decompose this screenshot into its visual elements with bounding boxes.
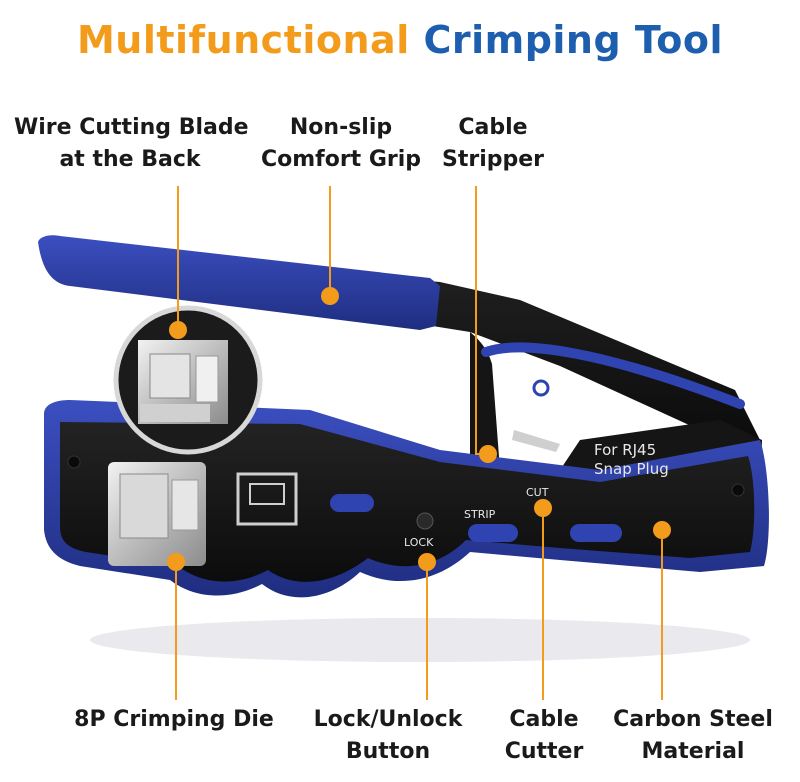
label-line: Cable (509, 707, 579, 732)
title-part-orange: Multifunctional (76, 18, 410, 62)
page-title: Multifunctional Crimping Tool (0, 18, 800, 62)
strip-print: STRIP (464, 508, 496, 521)
crimping-die-cavity (119, 473, 169, 539)
label-line: Stripper (441, 147, 545, 172)
slot-left (330, 494, 374, 512)
label-line: Button (345, 739, 431, 764)
cut-slot (570, 524, 622, 542)
rj45-print-line2: Snap Plug (594, 460, 669, 478)
lock-button (416, 512, 434, 530)
label-line: Comfort Grip (260, 147, 422, 172)
lock-print: LOCK (404, 536, 434, 549)
top-handle-grip (38, 235, 440, 330)
callout-lines (175, 186, 663, 700)
pivot-screw (532, 379, 550, 397)
cut-print: CUT (526, 486, 549, 499)
rivet-right (731, 483, 745, 497)
label-line: Wire Cutting Blade (14, 115, 249, 140)
label-lock-button: Lock/Unlock Button (306, 704, 470, 768)
title-part-blue: Crimping Tool (423, 18, 724, 62)
label-line: Cable (458, 115, 528, 140)
label-line: Material (641, 739, 745, 764)
stripper-head-outline (481, 342, 745, 409)
label-line: at the Back (59, 147, 201, 172)
label-cable-stripper: Cable Stripper (432, 112, 554, 176)
label-line: Lock/Unlock (313, 707, 463, 732)
strip-slot (468, 524, 518, 542)
label-line: Carbon Steel (613, 707, 773, 732)
label-wire-cutting-blade: Wire Cutting Blade at the Back (14, 112, 249, 176)
stripper-blade (512, 430, 560, 452)
rj45-gauge (236, 472, 298, 526)
label-crimping-die: 8P Crimping Die (64, 704, 284, 736)
label-line: Cutter (504, 739, 584, 764)
rj45-print-line1: For RJ45 (594, 441, 656, 459)
label-non-slip-grip: Non-slip Comfort Grip (256, 112, 426, 176)
label-line: 8P Crimping Die (74, 707, 274, 732)
label-line: Non-slip (289, 115, 393, 140)
tool-shadow (90, 618, 750, 662)
rj45-gauge-inner (249, 483, 285, 505)
label-carbon-steel: Carbon Steel Material (606, 704, 780, 768)
callout-dots (167, 287, 671, 571)
label-cable-cutter: Cable Cutter (494, 704, 594, 768)
rivet-left (67, 455, 81, 469)
blade-zoom-inset (113, 305, 263, 455)
crimping-die-teeth (171, 479, 199, 531)
